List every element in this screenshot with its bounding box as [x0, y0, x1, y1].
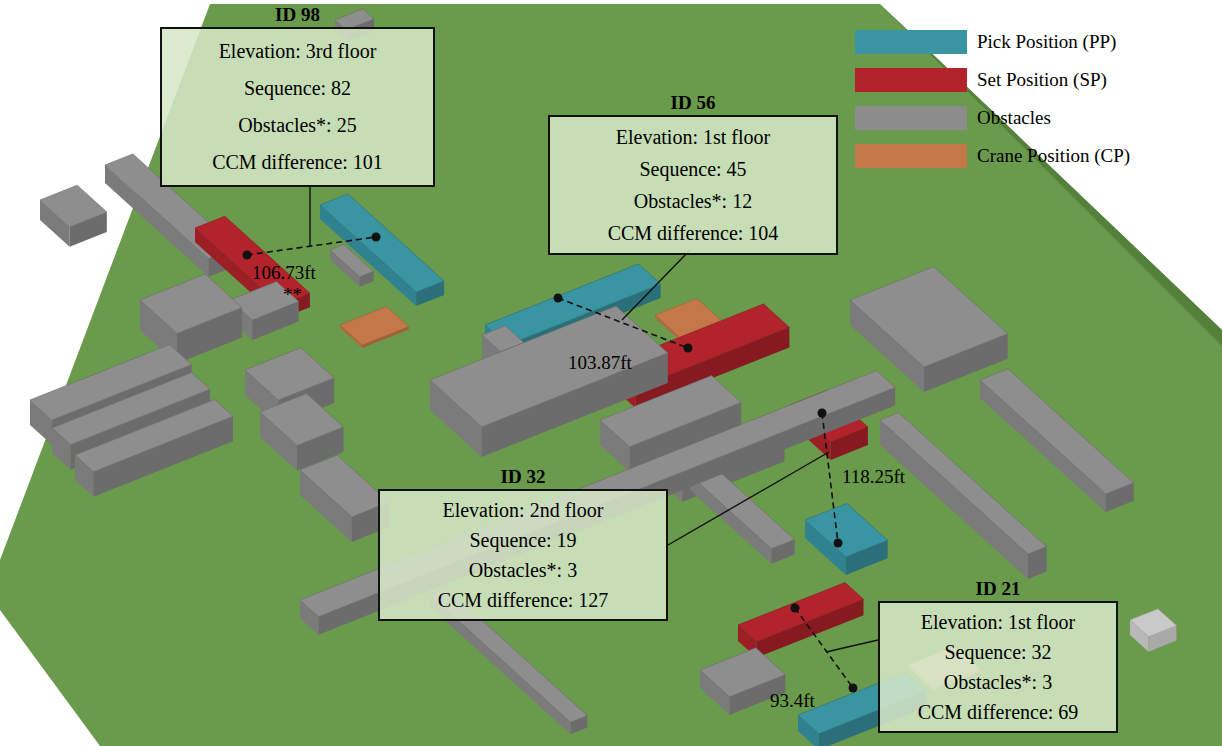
callout-line: Obstacles*: 3 [390, 555, 656, 585]
legend-swatch [855, 144, 967, 168]
site-block [805, 503, 888, 575]
block-top [1130, 609, 1176, 637]
block-top [260, 394, 344, 446]
site-block [880, 413, 1047, 579]
distance-label: 93.4ft [770, 690, 815, 712]
distance-label: 118.25ft [842, 466, 905, 488]
callout-line: CCM difference: 101 [172, 144, 423, 181]
callout-line: Elevation: 1st floor [560, 121, 826, 153]
block-top [140, 274, 242, 333]
block-top [700, 648, 785, 697]
legend-swatch [855, 30, 967, 54]
end-dot [684, 344, 693, 353]
callout-box: ID 98Elevation: 3rd floorSequence: 82Obs… [160, 3, 435, 187]
callout-heading: ID 98 [160, 3, 435, 27]
site-block [1130, 609, 1176, 652]
site-block [300, 371, 895, 635]
callout-body: Elevation: 2nd floorSequence: 19Obstacle… [378, 489, 668, 621]
legend-label: Set Position (SP) [977, 68, 1107, 92]
callout-box: ID 21Elevation: 1st floorSequence: 32Obs… [878, 577, 1118, 733]
callout-line: Elevation: 1st floor [890, 607, 1106, 637]
callout-line: Obstacles*: 25 [172, 107, 423, 144]
legend-label: Obstacles [977, 106, 1051, 130]
end-dot [834, 539, 843, 548]
ground-plane [0, 4, 1222, 746]
distance-label: 103.87ft [568, 352, 632, 374]
callout-box: ID 32Elevation: 2nd floorSequence: 19Obs… [378, 465, 668, 621]
block-side [880, 420, 1028, 579]
site-block [75, 400, 233, 497]
distance-label: 106.73ft [252, 262, 316, 284]
end-dot [849, 684, 858, 693]
end-dot [554, 294, 563, 303]
callout-heading: ID 32 [378, 465, 668, 489]
site-block [320, 194, 444, 306]
callout-line: Obstacles*: 3 [890, 667, 1106, 697]
site-block [40, 185, 107, 247]
end-dot [791, 604, 800, 613]
callout-line: Elevation: 2nd floor [390, 495, 656, 525]
callout-line: Sequence: 19 [390, 525, 656, 555]
site-block [980, 369, 1134, 512]
distance-line [247, 237, 376, 255]
callout-line: Elevation: 3rd floor [172, 33, 423, 70]
site-blocks [30, 9, 1176, 746]
end-dot [372, 233, 381, 242]
block-top [340, 307, 409, 346]
block-top [75, 400, 233, 472]
callout-line: CCM difference: 69 [890, 697, 1106, 727]
callout-line: CCM difference: 127 [390, 585, 656, 615]
callout-heading: ID 56 [548, 91, 838, 115]
block-top [850, 267, 1008, 367]
end-dot [818, 409, 827, 418]
leader-line [826, 640, 878, 652]
annotations [243, 186, 879, 693]
distance-line [558, 298, 688, 348]
leader-line [309, 186, 310, 246]
distance-line [822, 413, 838, 543]
callout-line: CCM difference: 104 [560, 217, 826, 249]
block-top [40, 185, 107, 227]
block-top [980, 369, 1134, 494]
legend-label: Pick Position (PP) [977, 30, 1116, 54]
site-block [300, 455, 389, 542]
block-top [805, 503, 888, 557]
site-block [340, 307, 409, 349]
block-top [300, 455, 389, 517]
callout-line: Sequence: 45 [560, 153, 826, 185]
leader-line [668, 452, 829, 545]
block-top [738, 583, 864, 642]
callout-body: Elevation: 1st floorSequence: 45Obstacle… [548, 115, 838, 255]
callout-body: Elevation: 1st floorSequence: 32Obstacle… [878, 601, 1118, 733]
leader-line [622, 250, 690, 320]
callout-line: Obstacles*: 12 [560, 185, 826, 217]
site-block [738, 583, 864, 658]
callout-line: Sequence: 32 [890, 637, 1106, 667]
callout-heading: ID 21 [878, 577, 1118, 601]
block-top [245, 348, 334, 400]
callout-box: ID 56Elevation: 1st floorSequence: 45Obs… [548, 91, 838, 255]
legend-swatch [855, 106, 967, 130]
callout-line: Sequence: 82 [172, 70, 423, 107]
legend-swatch [855, 68, 967, 92]
callout-body: Elevation: 3rd floorSequence: 82Obstacle… [160, 27, 435, 187]
end-dot [243, 251, 252, 260]
legend-label: Crane Position (CP) [977, 144, 1130, 168]
footnote-mark: ** [283, 284, 302, 306]
